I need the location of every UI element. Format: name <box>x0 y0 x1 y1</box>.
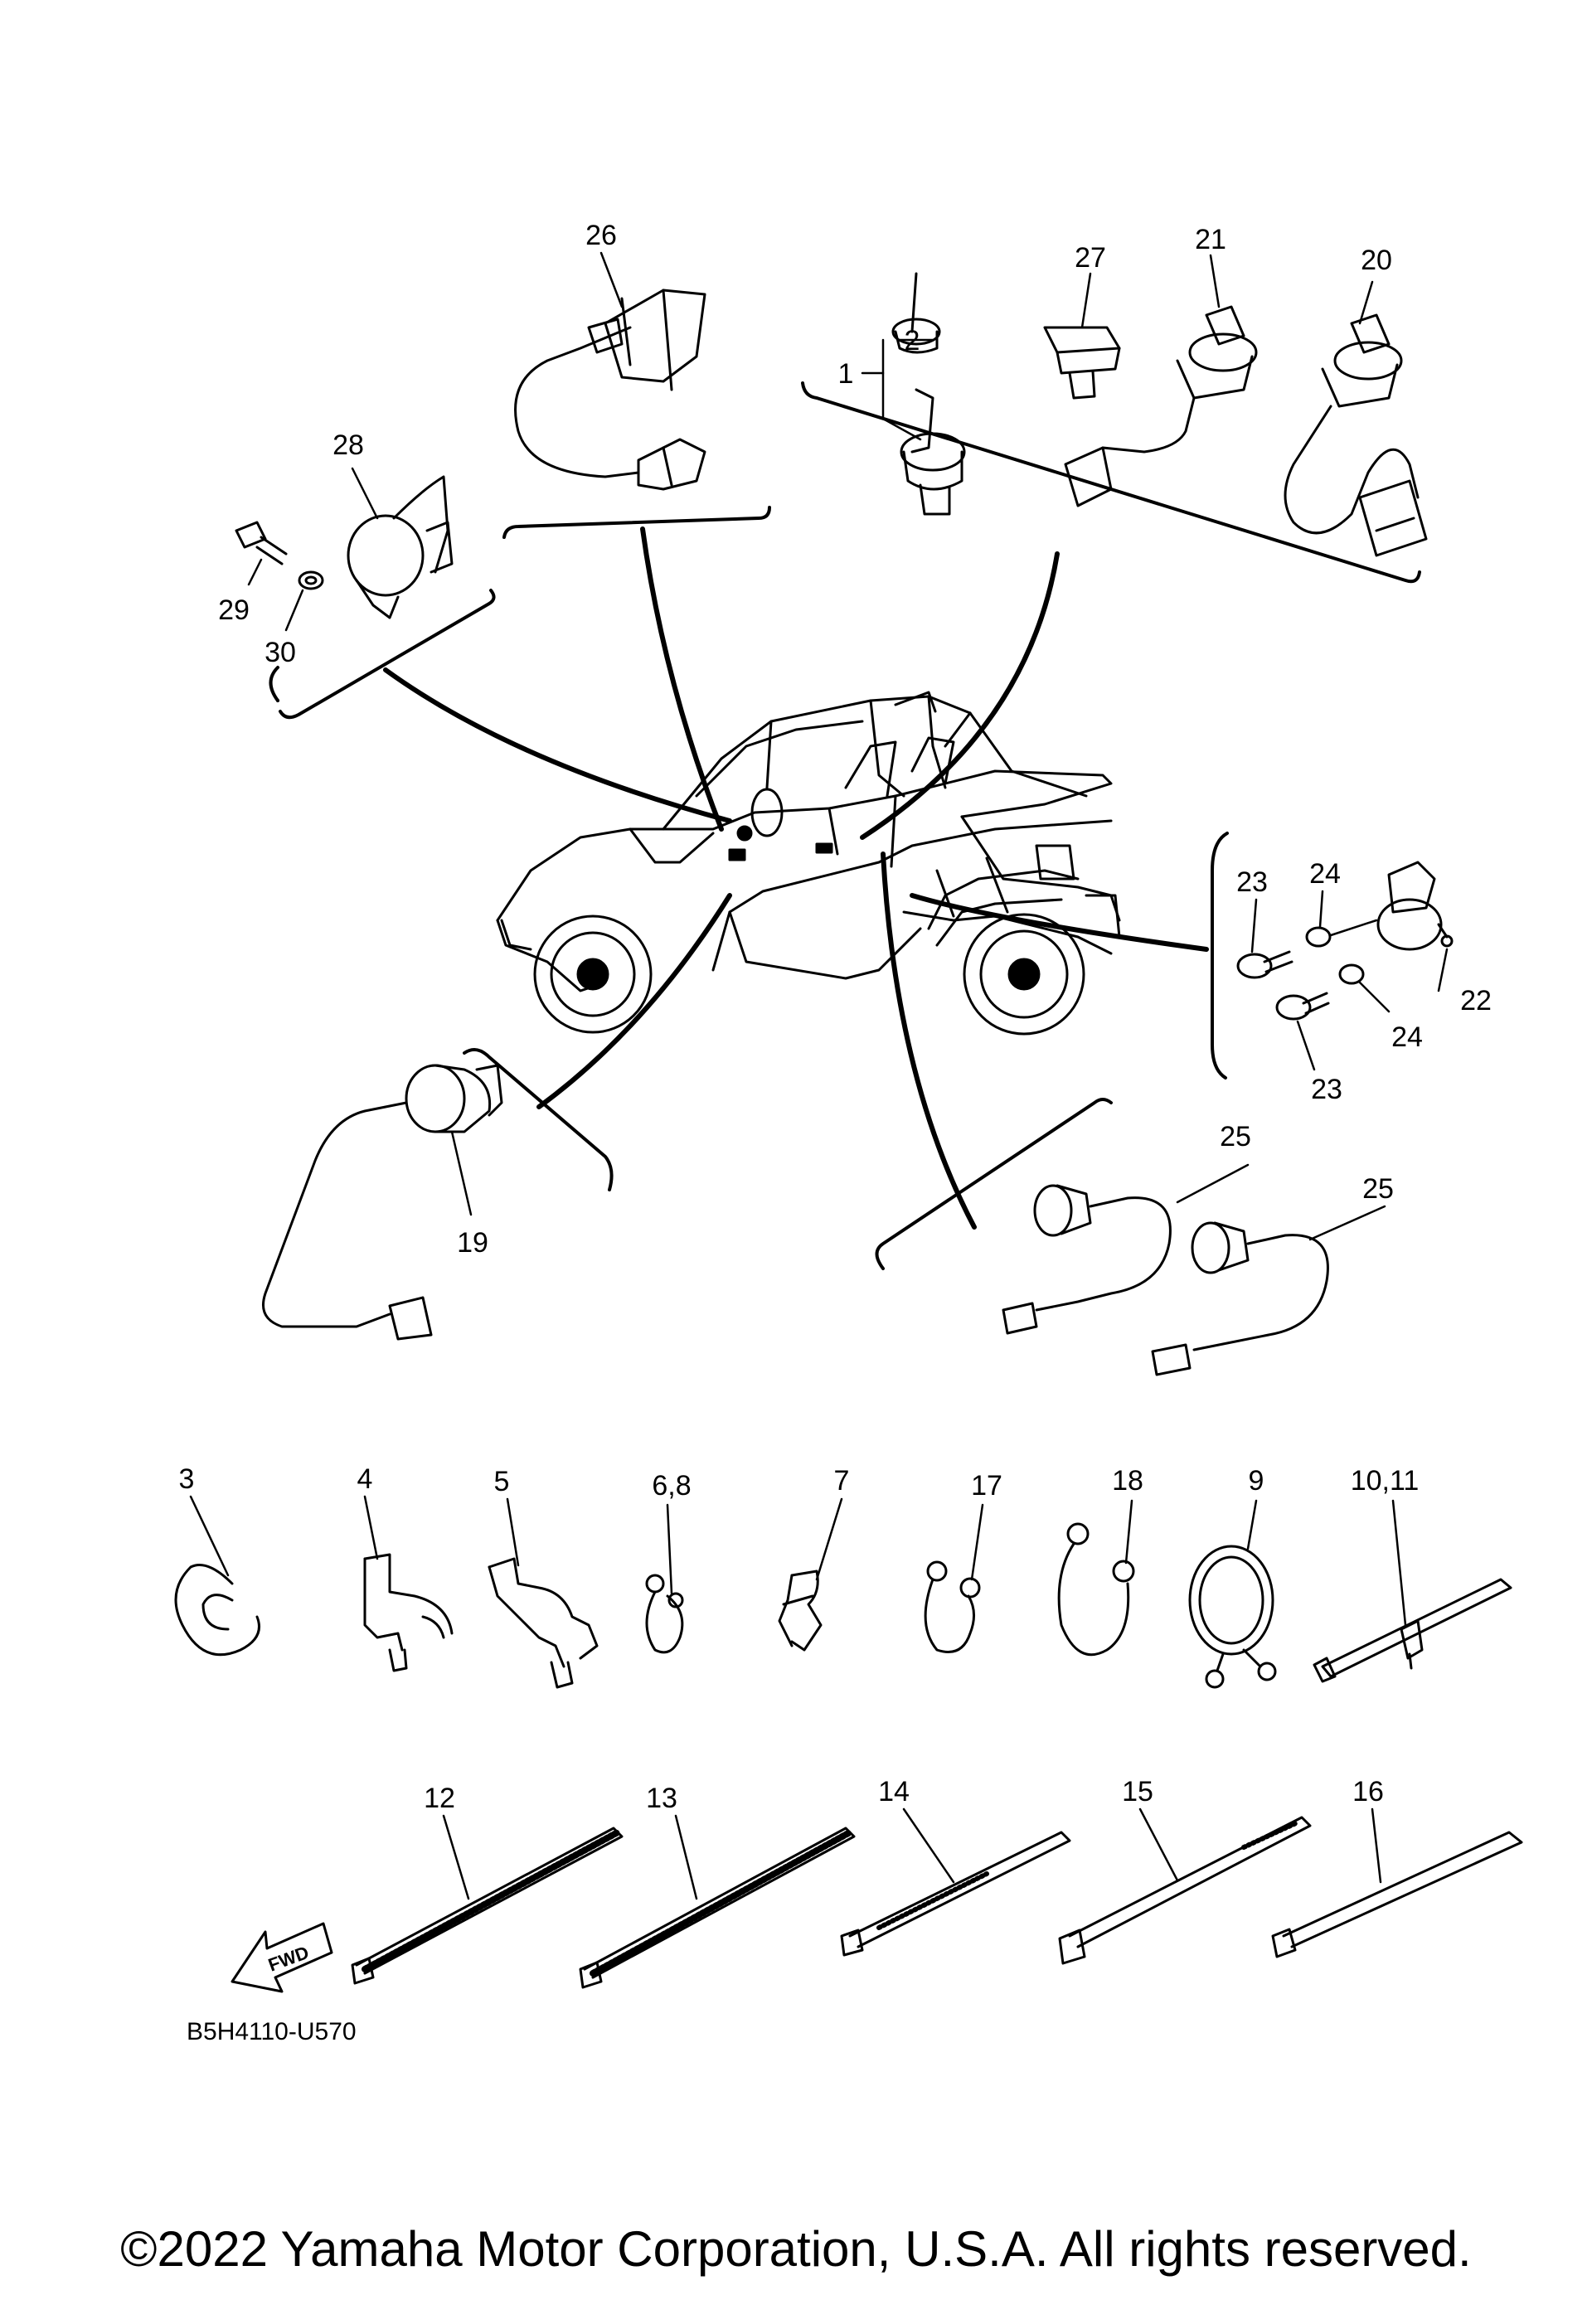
part-6-8-clip <box>645 1574 684 1654</box>
callout-18: 18 <box>1112 1465 1143 1497</box>
part-26-switch <box>514 289 706 491</box>
callout-5: 5 <box>494 1466 510 1497</box>
callout-29: 29 <box>218 594 250 626</box>
callout-23-bottom: 23 <box>1311 1074 1342 1105</box>
part-10-11-tie <box>1313 1578 1512 1683</box>
callout-19: 19 <box>457 1227 488 1259</box>
callout-20: 20 <box>1361 245 1392 276</box>
callout-27: 27 <box>1075 242 1106 274</box>
callout-leaders <box>189 251 1449 1900</box>
callout-24-top: 24 <box>1309 858 1341 890</box>
callout-13: 13 <box>646 1783 677 1814</box>
part-7-clip <box>778 1570 823 1652</box>
callout-3: 3 <box>179 1463 195 1495</box>
callout-23-top: 23 <box>1236 866 1268 898</box>
drawing-code: B5H4110-U570 <box>187 2018 357 2045</box>
part-28-sensor <box>347 475 454 619</box>
part-5-clamp <box>488 1557 599 1689</box>
part-15-cable-tie <box>1058 1816 1312 1965</box>
callout-6-8: 6,8 <box>652 1470 691 1502</box>
part-9-band <box>1188 1545 1277 1689</box>
part-3-clamp <box>174 1564 260 1657</box>
part-23-bolt-top <box>1236 950 1294 979</box>
part-4-clamp <box>363 1553 454 1672</box>
copyright-notice: ©2022 Yamaha Motor Corporation, U.S.A. A… <box>120 2221 1472 2277</box>
callout-9: 9 <box>1249 1465 1264 1497</box>
callout-30: 30 <box>265 637 296 668</box>
part-24-washer-top <box>1305 926 1332 948</box>
part-20-switch <box>1284 313 1428 557</box>
fwd-arrow: FWD <box>231 1922 333 1993</box>
callout-26: 26 <box>585 220 617 251</box>
part-2-cap <box>891 272 941 354</box>
part-24-washer-bottom <box>1338 963 1365 985</box>
callout-25-a: 25 <box>1220 1121 1251 1152</box>
part-17-clip <box>924 1560 981 1653</box>
part-21-switch <box>1064 305 1258 507</box>
leader-lines <box>383 526 1209 1230</box>
callout-16: 16 <box>1352 1776 1384 1807</box>
callout-7: 7 <box>834 1465 850 1497</box>
part-13-cable-tie <box>579 1827 856 1989</box>
callout-10-11: 10,11 <box>1351 1465 1420 1497</box>
callout-4: 4 <box>357 1463 373 1495</box>
callout-22: 22 <box>1460 985 1492 1016</box>
part-19-socket <box>262 1064 503 1341</box>
callout-1: 1 <box>838 358 854 390</box>
callout-24-bottom: 24 <box>1391 1021 1423 1053</box>
callout-numbers: 26 27 21 20 2 1 28 29 30 23 24 22 24 23 … <box>179 220 1492 2045</box>
callout-25-b: 25 <box>1362 1173 1394 1205</box>
vehicle-illustration <box>496 691 1121 1036</box>
part-1-main-switch <box>900 388 966 516</box>
part-12-cable-tie <box>351 1827 624 1985</box>
part-16-cable-tie <box>1271 1831 1523 1958</box>
part-25-harness-a <box>1002 1184 1172 1335</box>
callout-21: 21 <box>1195 224 1226 255</box>
callout-17: 17 <box>971 1470 1002 1502</box>
callout-14: 14 <box>878 1776 910 1807</box>
part-30-washer <box>298 570 324 590</box>
part-25-harness-b <box>1151 1221 1329 1376</box>
part-18-clip <box>1057 1522 1135 1657</box>
part-22-sensor <box>1376 861 1454 951</box>
callout-12: 12 <box>424 1783 455 1814</box>
part-29-bolt <box>235 521 288 565</box>
callout-28: 28 <box>332 429 364 461</box>
part-27-switch <box>1043 326 1121 400</box>
callout-2: 2 <box>905 325 920 357</box>
callout-15: 15 <box>1122 1776 1153 1807</box>
part-23-bolt-bottom <box>1275 992 1330 1021</box>
part-14-cable-tie <box>840 1831 1071 1957</box>
